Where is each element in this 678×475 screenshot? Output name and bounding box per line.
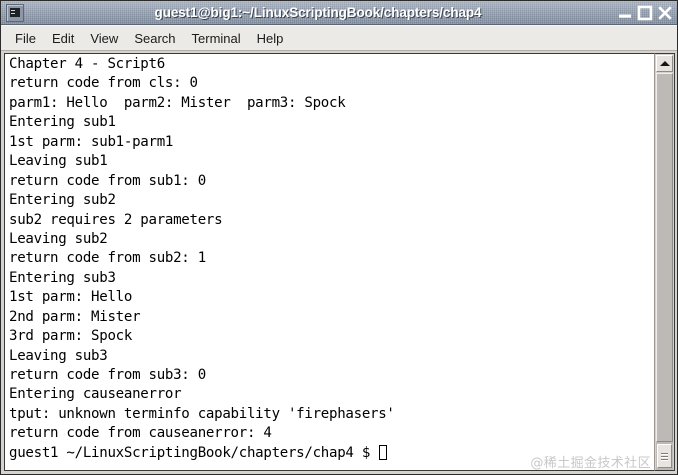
terminal-line: Chapter 4 - Script6: [9, 56, 165, 72]
terminal-line: return code from sub3: 0: [9, 367, 206, 383]
text-cursor: [379, 444, 388, 460]
menu-item-file[interactable]: File: [15, 30, 36, 46]
maximize-icon[interactable]: [636, 4, 654, 22]
scrollbar-thumb[interactable]: [656, 73, 673, 442]
terminal-line: return code from cls: 0: [9, 75, 198, 92]
terminal-scrollbar[interactable]: [654, 53, 675, 471]
terminal-line: return code from sub1: 0: [9, 172, 206, 189]
terminal-body: Chapter 4 - Script6 return code from cls:…: [1, 51, 677, 474]
terminal-prompt-line[interactable]: guest1 ~/LinuxScriptingBook/chapters/cha…: [9, 444, 654, 463]
terminal-line: return code from sub2: 1: [9, 250, 206, 267]
terminal-line: tput: unknown terminfo capability 'firep…: [9, 405, 395, 422]
terminal-line: 1st parm: sub1-parm1: [9, 133, 174, 150]
terminal-viewport[interactable]: Chapter 4 - Script6 return code from cls:…: [4, 53, 654, 471]
terminal-line: 1st parm: Hello: [9, 289, 133, 306]
terminal-line: Leaving sub1: [9, 153, 108, 170]
window-controls: [616, 4, 674, 22]
title-bar[interactable]: guest1@big1:~/LinuxScriptingBook/chapter…: [1, 1, 677, 25]
menu-bar: File Edit View Search Terminal Help: [1, 25, 677, 51]
close-icon[interactable]: [656, 4, 674, 22]
scroll-up-button[interactable]: [656, 55, 673, 72]
terminal-output[interactable]: Chapter 4 - Script6 return code from cls:…: [5, 54, 654, 470]
terminal-line: 2nd parm: Mister: [9, 308, 141, 325]
terminal-line: 3rd parm: Spock: [9, 328, 133, 345]
terminal-line: Entering sub1: [9, 114, 116, 131]
terminal-line: Entering causeanerror: [9, 386, 182, 403]
terminal-line: Leaving sub2: [9, 230, 108, 247]
terminal-line: parm1: Hello parm2: Mister parm3: Spock: [9, 94, 346, 111]
terminal-line: sub2 requires 2 parameters: [9, 211, 223, 228]
resize-grip-icon[interactable]: [657, 444, 672, 468]
menu-item-help[interactable]: Help: [256, 30, 284, 46]
terminal-line: Leaving sub3: [9, 347, 108, 364]
prompt-text: guest1 ~/LinuxScriptingBook/chapters/cha…: [9, 444, 379, 461]
terminal-line: Entering sub2: [9, 192, 116, 209]
menu-item-terminal[interactable]: Terminal: [191, 30, 241, 46]
menu-item-edit[interactable]: Edit: [51, 30, 75, 46]
terminal-line: return code from causeanerror: 4: [9, 425, 272, 442]
terminal-icon: [6, 3, 24, 22]
scrollbar-track[interactable]: [656, 73, 673, 470]
menu-item-view[interactable]: View: [90, 30, 119, 46]
triangle-up-icon: [659, 61, 670, 66]
window-title: guest1@big1:~/LinuxScriptingBook/chapter…: [154, 5, 482, 20]
minimize-icon[interactable]: [616, 4, 634, 22]
menu-item-search[interactable]: Search: [134, 30, 176, 46]
terminal-line: Entering sub3: [9, 269, 116, 286]
